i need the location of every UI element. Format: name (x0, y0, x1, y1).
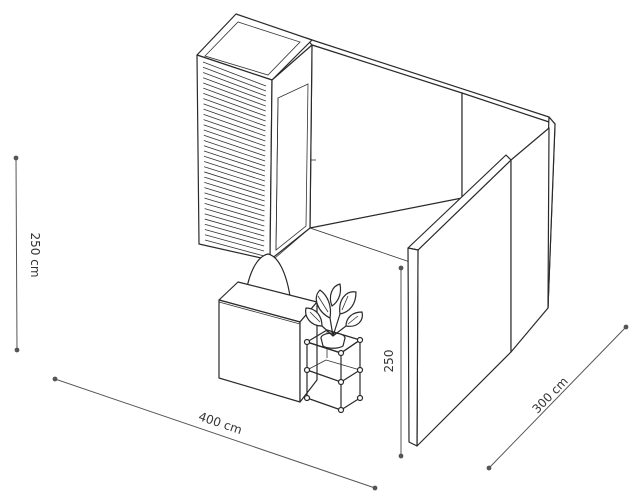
height-label: 250 cm (28, 232, 42, 277)
storage-slat (203, 98, 266, 122)
storage-slat (204, 239, 265, 257)
width-dimension: 400 cm (52, 376, 378, 491)
storage-slat (203, 129, 266, 152)
storage-slat (204, 213, 265, 232)
storage-slat (203, 140, 266, 162)
storage-slat (203, 93, 266, 117)
storage-slat (203, 134, 266, 157)
storage-slat (203, 145, 266, 167)
storage-slat (204, 208, 265, 227)
storage-slat (204, 187, 265, 207)
storage-slat (204, 223, 265, 242)
reception-counter (218, 253, 318, 403)
storage-slat (204, 171, 265, 192)
storage-slat (203, 113, 266, 137)
depth-label: 300 cm (529, 374, 570, 416)
storage-slat (203, 161, 266, 182)
storage-slat (204, 218, 265, 237)
storage-slats (202, 61, 267, 257)
potted-plant (305, 283, 363, 349)
storage-slat (203, 87, 266, 112)
storage-slat (204, 166, 265, 187)
width-label: 400 cm (197, 409, 244, 437)
storage-slat (203, 77, 266, 102)
wall-height-label: 250 (382, 350, 396, 373)
storage-slat (203, 103, 266, 127)
height-dimension: 250 cm (13, 155, 42, 353)
storage-slat (203, 108, 266, 132)
storage-slat (204, 197, 265, 217)
storage-slat (202, 61, 267, 87)
storage-slat (204, 176, 265, 197)
storage-slat (204, 202, 265, 222)
storage-slat (203, 155, 266, 177)
storage-slat (203, 150, 266, 172)
storage-slat (202, 72, 267, 97)
right-side-wall (407, 116, 556, 447)
storage-slat (203, 119, 266, 142)
storage-slat (204, 229, 265, 247)
storage-slat (204, 234, 265, 252)
storage-slat (203, 124, 266, 147)
storage-slat (204, 182, 265, 202)
storage-slat (204, 192, 265, 212)
storage-slat (203, 82, 266, 107)
storage-slat (202, 66, 267, 92)
wall-height-dimension: 250 (382, 265, 404, 459)
